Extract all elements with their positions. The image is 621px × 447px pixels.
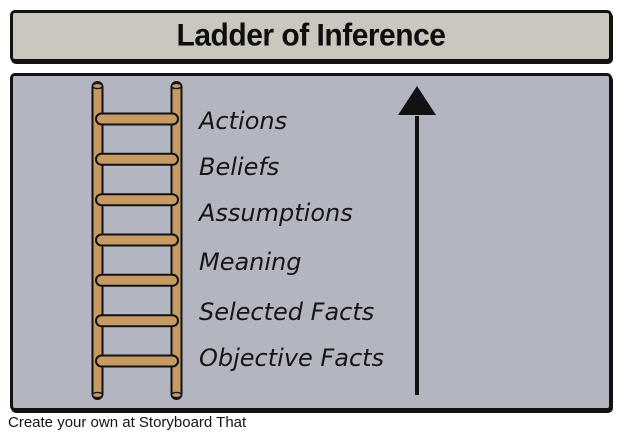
up-arrow-icon [398,86,436,395]
ladder-illustration [91,81,183,400]
ladder-label-objective-facts: Objective Facts [199,344,385,372]
diagram-artwork [91,81,436,400]
ladder-label-meaning: Meaning [199,248,302,276]
title-bar: Ladder of Inference [10,10,612,62]
diagram-panel: Actions Beliefs Assumptions Meaning Sele… [10,73,612,411]
ladder-label-selected-facts: Selected Facts [199,298,375,326]
ladder-label-assumptions: Assumptions [199,199,353,227]
ladder-label-beliefs: Beliefs [199,153,280,181]
footer-credit: Create your own at Storyboard That [8,414,247,431]
ladder-label-actions: Actions [199,107,288,135]
page-title: Ladder of Inference [176,18,446,53]
